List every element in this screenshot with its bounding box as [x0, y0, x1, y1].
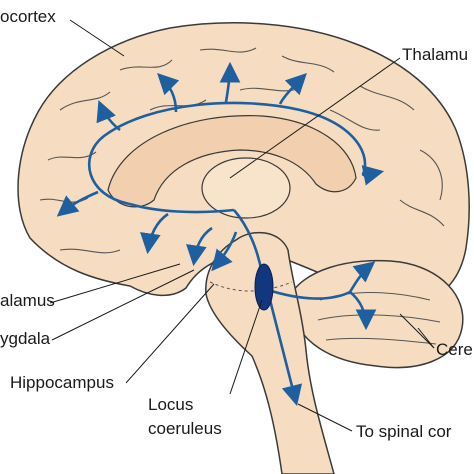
pathway-medial-forebrain [129, 202, 235, 214]
label-locus-line1: Locus [148, 395, 193, 414]
corpus-callosum [107, 115, 357, 208]
pathway-frontal [56, 190, 99, 217]
pathway-cerebellar-down [349, 290, 377, 331]
label-hippocampus: Hippocampus [10, 373, 114, 392]
label-thalamus: Thalamu [402, 45, 468, 64]
cortex-folds [39, 47, 445, 254]
leader-lines [49, 19, 435, 432]
pathway-spinal [268, 299, 303, 407]
label-spinal-cord: To spinal cor [356, 422, 452, 441]
pathway-cerebellar-up [348, 261, 376, 293]
pathway-septal [140, 212, 169, 255]
pathway-branch-4 [278, 73, 307, 105]
label-amygdala: ygdala [0, 329, 51, 348]
pathway-branch-1 [96, 100, 121, 132]
label-locus-line2: coeruleus [148, 419, 222, 438]
thalamus-body [201, 157, 291, 219]
pathway-cingulum-loop [87, 101, 385, 206]
pathway-branch-3 [219, 61, 241, 103]
label-neocortex: ocortex [0, 7, 56, 26]
pathway-hippocampus [211, 231, 238, 272]
label-cerebellum: Cere [436, 340, 473, 359]
locus-coeruleus-nucleus [254, 263, 274, 311]
noradrenergic-pathways [56, 61, 385, 407]
pathway-cerebellar [267, 288, 351, 300]
label-hypothalamus: alamus [0, 291, 55, 310]
pathway-branch-2 [157, 73, 180, 113]
dashed-boundary [209, 281, 293, 292]
pathway-amygdala [186, 226, 213, 267]
